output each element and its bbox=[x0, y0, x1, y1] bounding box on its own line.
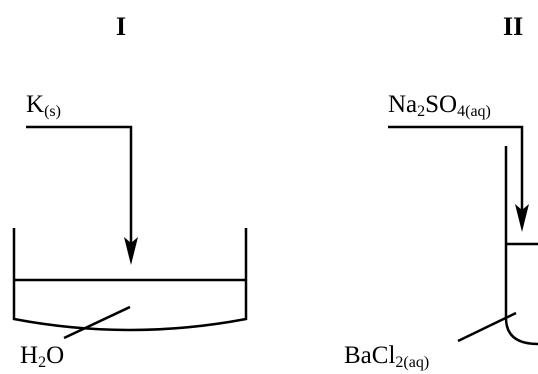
formula-subscript: 2 bbox=[38, 354, 47, 371]
experiment-i-heading: I bbox=[116, 12, 127, 41]
arrow-head-icon bbox=[124, 237, 138, 265]
arrow-head-icon bbox=[515, 204, 529, 232]
formula-part: SO bbox=[425, 91, 458, 118]
experiment-ii-heading: II bbox=[503, 12, 524, 41]
formula-part: H bbox=[20, 342, 39, 369]
formula-subscript: (s) bbox=[44, 103, 61, 120]
formula-subscript: 4(aq) bbox=[457, 103, 491, 120]
formula-part: BaCl bbox=[344, 342, 396, 369]
sodium-sulfate-label: Na2SO4(aq) bbox=[388, 92, 491, 120]
formula-subscript: 2(aq) bbox=[395, 354, 430, 371]
formula-part: K bbox=[26, 91, 45, 118]
potassium-label: K(s) bbox=[26, 92, 61, 120]
bacl2-leader-line bbox=[457, 311, 517, 343]
reagent-arrow-shaft bbox=[26, 125, 133, 248]
formula-part: O bbox=[46, 342, 65, 369]
beaker-wall bbox=[12, 228, 248, 332]
reagent-arrow-shaft bbox=[388, 125, 524, 215]
barium-chloride-label: BaCl2(aq) bbox=[344, 343, 429, 371]
formula-subscript: 2 bbox=[417, 103, 426, 120]
water-label: H2O bbox=[20, 343, 64, 371]
formula-part: Na bbox=[388, 91, 418, 118]
beaker bbox=[12, 228, 248, 332]
h2o-leader-line bbox=[63, 305, 131, 340]
